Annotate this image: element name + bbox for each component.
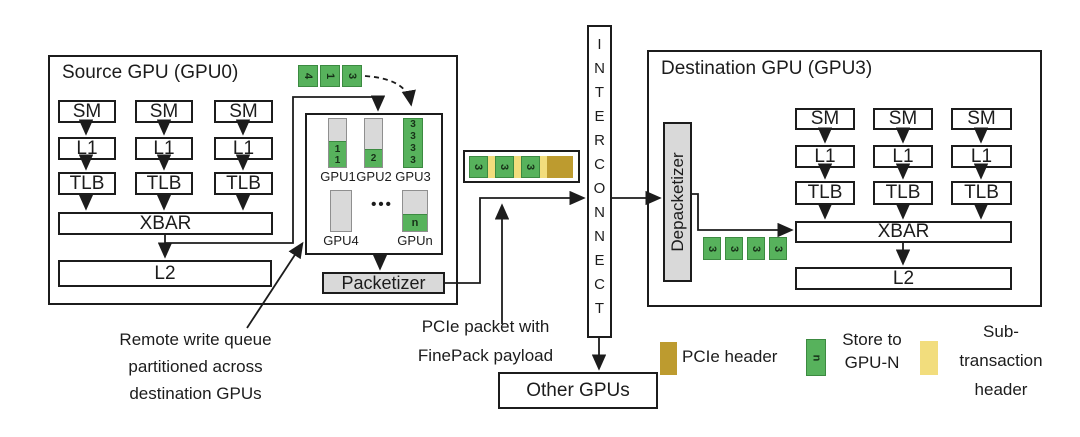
source-sm-box: SM — [214, 100, 273, 123]
queue-entry-gpun: n — [402, 190, 428, 232]
source-tlb-box: TLB — [214, 172, 273, 195]
dest-store-box: 3 — [725, 237, 743, 260]
interconnect-label: INTERCONNECT — [593, 36, 606, 317]
queue-gpun-stores: n — [403, 214, 427, 231]
legend-subheader-label: Sub- transaction header — [959, 322, 1043, 399]
queue-ellipsis: ••• — [371, 196, 393, 213]
packet-store-segment: 3 — [521, 156, 540, 178]
legend-store-swatch: n — [806, 339, 826, 376]
packet-pcie-header-segment — [547, 156, 573, 178]
source-xbar-box: XBAR — [58, 212, 273, 235]
dest-l1-box: L1 — [795, 145, 855, 168]
incoming-store-box: 1 — [320, 65, 340, 87]
dest-store-box: 3 — [703, 237, 721, 260]
incoming-store-box: 4 — [298, 65, 318, 87]
source-tlb-box: TLB — [135, 172, 193, 195]
source-l2-box: L2 — [58, 260, 272, 287]
source-l1-box: L1 — [214, 137, 273, 160]
dest-store-box: 3 — [747, 237, 765, 260]
queue-entry-gpu3: 3 3 3 3 — [403, 118, 423, 168]
legend-subheader-swatch — [920, 341, 938, 375]
dest-l2-box: L2 — [795, 267, 1012, 290]
source-gpu-title: Source GPU (GPU0) — [62, 62, 239, 83]
legend-store-label: Store to GPU-N — [842, 330, 902, 372]
packet-store-segment: 3 — [469, 156, 488, 178]
queue-gpu1-stores: 1 1 — [329, 141, 346, 167]
queue-entry-label: GPU3 — [395, 169, 431, 184]
source-tlb-box: TLB — [58, 172, 116, 195]
queue-entry-gpu1: 1 1 — [328, 118, 347, 168]
pcie-packet-note: PCIe packet with FinePack payload — [417, 317, 554, 365]
pcie-packet-box: 3 3 3 — [463, 150, 580, 183]
other-gpus-box: Other GPUs — [498, 372, 658, 409]
depacketizer-box: Depacketizer — [663, 122, 692, 282]
interconnect-box: INTERCONNECT — [587, 25, 612, 338]
dest-tlb-box: TLB — [873, 181, 933, 205]
source-l1-box: L1 — [58, 137, 116, 160]
queue-gpu2-stores: 2 — [365, 149, 382, 167]
remote-queue-note: Remote write queue partitioned across de… — [119, 330, 272, 403]
legend-pcie-header-label: PCIe header — [682, 347, 778, 366]
queue-gpu3-stores: 3 3 3 3 — [410, 119, 416, 166]
incoming-store-box: 3 — [342, 65, 362, 87]
dest-store-box: 3 — [769, 237, 787, 260]
destination-gpu-title: Destination GPU (GPU3) — [661, 58, 873, 79]
queue-entry-label: GPU1 — [320, 169, 356, 184]
packetizer-box: Packetizer — [322, 272, 445, 294]
queue-entry-gpu4 — [330, 190, 352, 232]
queue-entry-label: GPUn — [397, 233, 433, 248]
packet-store-segment: 3 — [495, 156, 514, 178]
queue-entry-gpu2: 2 — [364, 118, 383, 168]
packet-subheader-segment — [488, 156, 495, 178]
legend-pcie-header-swatch — [660, 342, 677, 375]
queue-entry-label: GPU4 — [323, 233, 359, 248]
packet-subheader-segment — [540, 156, 547, 178]
packet-subheader-segment — [514, 156, 521, 178]
queue-entry-label: GPU2 — [356, 169, 392, 184]
dest-xbar-box: XBAR — [795, 221, 1012, 243]
